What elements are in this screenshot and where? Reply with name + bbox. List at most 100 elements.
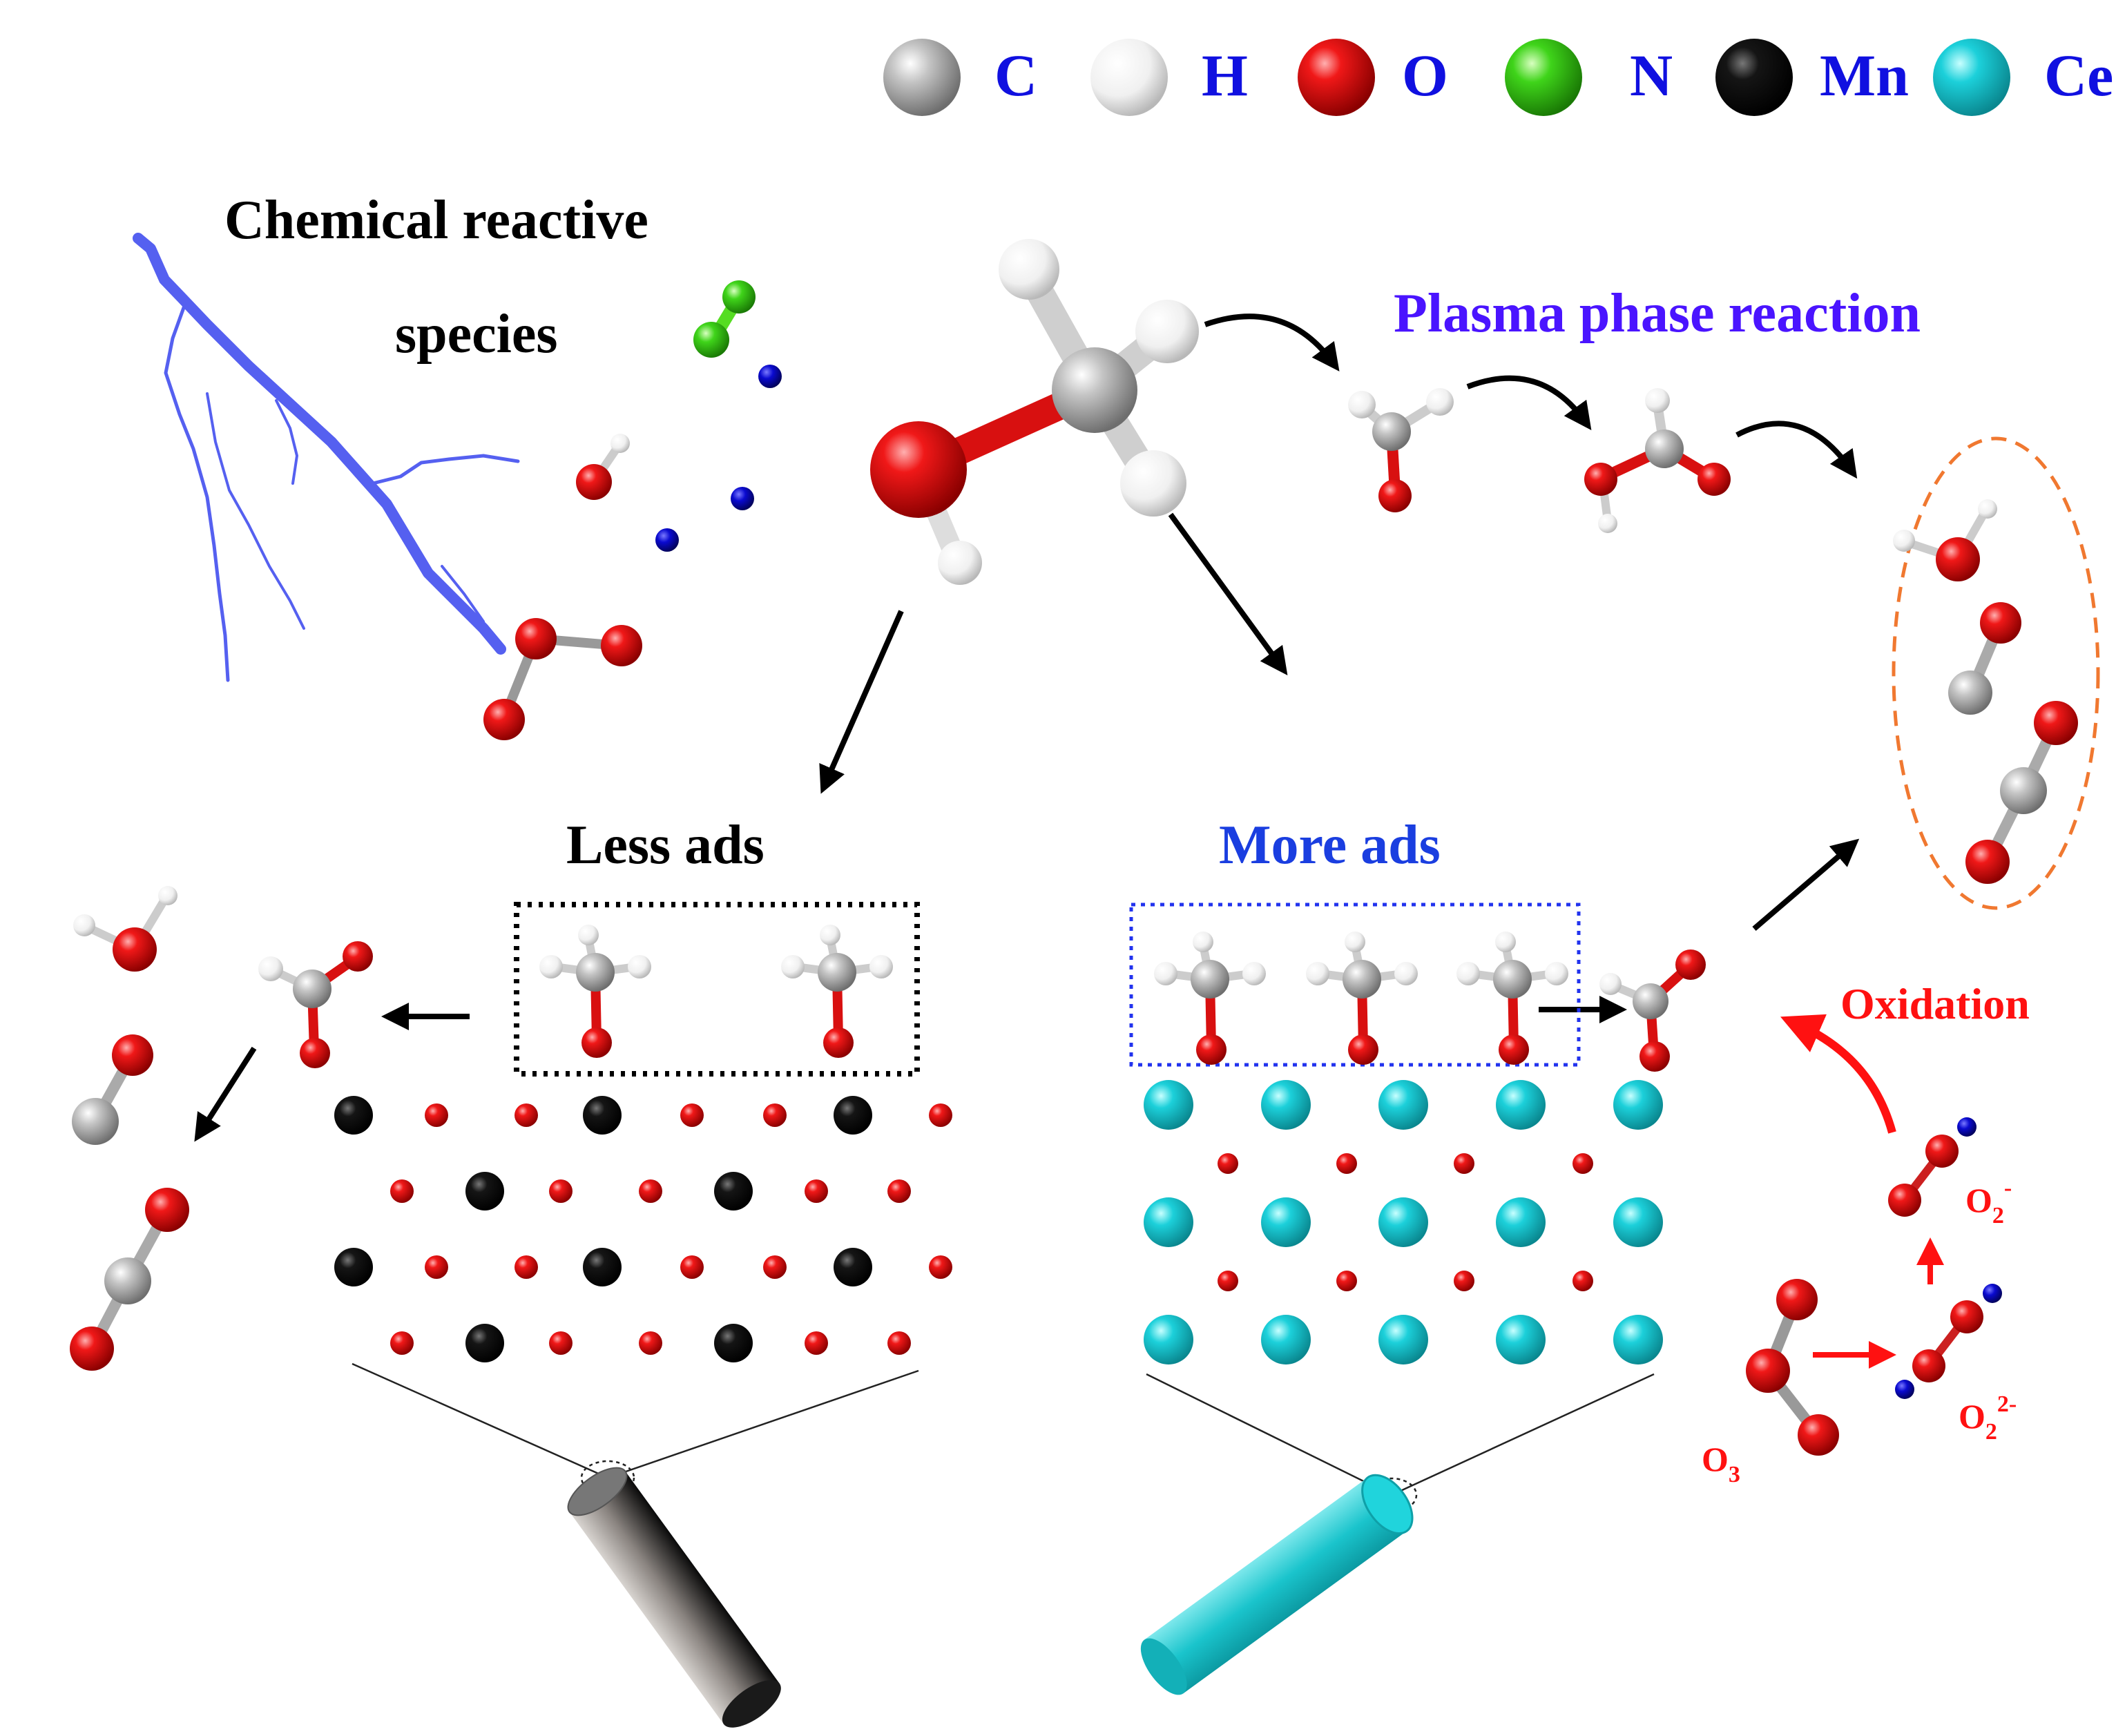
ce-atom-swatch: [1933, 39, 2010, 116]
adsorbed-methoxy-layer: [539, 925, 1568, 1065]
ce-atom: [1613, 1080, 1663, 1130]
lattice-oxygen-atom: [425, 1103, 448, 1127]
oxidation-arrow: [1780, 1014, 1896, 1134]
lattice-oxygen-atom: [514, 1103, 538, 1127]
lattice-oxygen-atom: [390, 1331, 414, 1355]
ce-atom: [1378, 1315, 1428, 1364]
arrow-to-formaldehyde: [1204, 314, 1340, 372]
peroxide-label-sup: 2-: [1997, 1391, 2017, 1417]
formate-intermediate-left: [258, 941, 373, 1068]
lattice-oxygen-atom: [425, 1255, 448, 1279]
adsorbed-methoxy: [1154, 932, 1266, 1065]
lattice-oxygen-atom: [549, 1179, 573, 1203]
ce-atom: [1613, 1197, 1663, 1247]
oxidation-label: Oxidation: [1840, 979, 2030, 1028]
more-ads-label: More ads: [1219, 815, 1441, 876]
lattice-oxygen-atom: [929, 1255, 952, 1279]
adsorbed-methoxy: [781, 925, 893, 1058]
arrow-formate-to-products-left: [194, 1046, 257, 1142]
more-ads-box: [1129, 903, 1581, 1067]
ce-atom: [1261, 1315, 1311, 1364]
less-ads-box: [514, 902, 920, 1077]
ce-atom: [1261, 1080, 1311, 1130]
arrow-to-less-ads: [819, 610, 904, 794]
ozone-molecule-surface: [1746, 1279, 1839, 1456]
ce-atom: [1144, 1197, 1193, 1247]
ce-atom: [1378, 1080, 1428, 1130]
oxygen-conversion-arrows: [1780, 1014, 1944, 1369]
ceo2-lattice: [1144, 1080, 1663, 1364]
mn-atom: [465, 1324, 504, 1362]
ce-atom: [1144, 1080, 1193, 1130]
main-arrows: [194, 512, 1860, 1142]
arrow-to-products: [1735, 421, 1858, 479]
superoxide-species: [1888, 1117, 1976, 1217]
ce-atom: [1613, 1315, 1663, 1364]
lattice-oxygen-atom: [1572, 1153, 1593, 1174]
lattice-oxygen-atom: [805, 1179, 828, 1203]
ozone-label-base: O: [1702, 1440, 1729, 1478]
n-atom: [758, 365, 782, 388]
lattice-oxygen-atom: [639, 1331, 662, 1355]
lattice-oxygen-atom: [763, 1255, 787, 1279]
ce-atom: [1496, 1197, 1546, 1247]
superoxide-label-base: O: [1965, 1181, 1992, 1219]
ozone-molecule-plasma: [483, 618, 642, 740]
ce-atom: [1261, 1197, 1311, 1247]
superoxide-label: O2-: [1965, 1175, 2012, 1228]
legend-label-c: C: [994, 42, 1037, 108]
adsorbed-methoxy: [1456, 932, 1568, 1065]
superoxide-label-sup: -: [2004, 1175, 2012, 1201]
adsorbed-methoxy: [539, 925, 651, 1058]
carbon-dioxide-molecule: [1965, 701, 2078, 884]
mn-oxide-lattice: [334, 1096, 952, 1362]
legend-item-ce: Ce: [1933, 39, 2113, 116]
carbon-dioxide-left: [70, 1188, 189, 1371]
mn-atom: [583, 1248, 622, 1286]
mn-catalyst-rod: [567, 1467, 781, 1728]
arrow-to-formic-acid: [1466, 375, 1592, 430]
peroxide-label: O22-: [1959, 1391, 2017, 1445]
lattice-oxygen-atom: [514, 1255, 538, 1279]
lattice-oxygen-atom: [763, 1103, 787, 1127]
n-atom-swatch: [1505, 39, 1582, 116]
lattice-oxygen-atom: [1572, 1271, 1593, 1291]
legend-label-n: N: [1630, 42, 1673, 108]
arrow-to-more-ads: [1168, 512, 1288, 675]
legend-label-o: O: [1402, 42, 1448, 108]
legend-item-n: N: [1505, 39, 1673, 116]
n2-molecule: [693, 280, 756, 358]
lattice-oxygen-atom: [887, 1179, 911, 1203]
c-atom-swatch: [883, 39, 961, 116]
lattice-oxygen-atom: [1454, 1271, 1474, 1291]
lattice-oxygen-atom: [1336, 1271, 1357, 1291]
chemical-reactive-species-title-line1: Chemical reactive: [224, 190, 648, 251]
legend-item-h: H: [1090, 39, 1248, 116]
carbon-monoxide-left: [72, 1034, 153, 1145]
lattice-oxygen-atom: [680, 1103, 704, 1127]
lattice-oxygen-atom: [1454, 1153, 1474, 1174]
lightning-icon: [133, 233, 520, 682]
chemical-reactive-species-title-line2: species: [395, 304, 558, 365]
arrow-to-product-ellipse: [1752, 838, 1860, 932]
adsorbed-methoxy: [1306, 932, 1418, 1065]
h-atom-swatch: [1090, 39, 1168, 116]
legend-item-o: O: [1298, 39, 1448, 116]
ce-atom: [1378, 1197, 1428, 1247]
lattice-oxygen-atom: [1336, 1153, 1357, 1174]
mn-atom: [465, 1172, 504, 1211]
less-ads-label: Less ads: [566, 815, 764, 876]
lattice-oxygen-atom: [549, 1331, 573, 1355]
ce-atom: [1144, 1315, 1193, 1364]
legend-item-mn: Mn: [1715, 39, 1909, 116]
plasma-path-arrows: [1204, 314, 1858, 479]
mn-atom-swatch: [1715, 39, 1793, 116]
ce-atom: [1496, 1080, 1546, 1130]
methanol-molecule: [870, 239, 1199, 585]
legend-label-ce: Ce: [2044, 42, 2113, 108]
final-products-ellipse: [1892, 436, 2100, 910]
mn-atom: [334, 1096, 373, 1135]
formic-acid-molecule: [1584, 388, 1731, 533]
